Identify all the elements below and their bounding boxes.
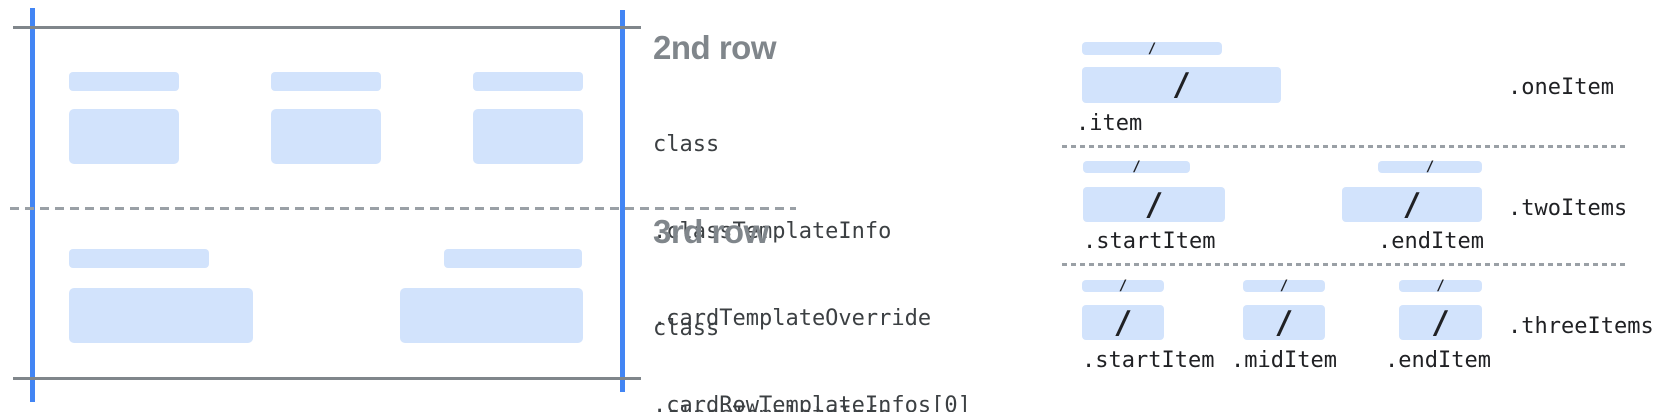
two-items-end-label-bar: / (1378, 159, 1482, 175)
card-right-guide-line (620, 10, 625, 392)
three-items-end-value-bar: / (1399, 304, 1482, 341)
layout-divider-dotted-line (1062, 263, 1628, 266)
card-bottom-line (13, 377, 641, 380)
three-items-end-path-label: .endItem (1385, 348, 1491, 373)
one-item-label-bar: / (1082, 40, 1222, 57)
row3-col1-value-placeholder (69, 288, 253, 343)
code-line: class (653, 132, 720, 157)
row2-code-path: class .classTemplateInfo .cardTemplateOv… (653, 72, 971, 412)
two-items-end-path-label: .endItem (1378, 229, 1484, 254)
code-line: .cardTemplateOverride (653, 306, 932, 331)
row3-col1-label-placeholder (69, 249, 209, 268)
code-line: .classTemplateInfo (653, 219, 892, 244)
three-items-start-label-bar: / (1082, 278, 1164, 294)
three-items-layout-name: .threeItems (1508, 314, 1654, 339)
slash-glyph: / (1431, 304, 1450, 341)
three-items-start-value-bar: / (1082, 304, 1164, 341)
two-items-start-path-label: .startItem (1083, 229, 1216, 254)
slash-glyph: / (1113, 304, 1133, 341)
two-items-start-label-bar: / (1083, 159, 1190, 175)
two-items-start-value-bar: / (1083, 186, 1225, 223)
row2-col3-value-placeholder (473, 109, 583, 164)
one-item-path-label: .item (1076, 111, 1143, 136)
row2-col1-value-placeholder (69, 109, 179, 164)
row3-heading: 3rd row (653, 213, 769, 250)
slash-glyph: / (1274, 304, 1294, 341)
code-line: .classTemplateInfo (653, 401, 971, 412)
slash-glyph: / (1402, 186, 1422, 223)
slash-glyph: / (1425, 159, 1435, 175)
three-items-mid-label-bar: / (1243, 278, 1325, 294)
card-row-divider-dashed-line (10, 207, 796, 210)
layout-divider-dotted-line (1062, 145, 1628, 148)
three-items-mid-path-label: .midItem (1231, 348, 1337, 373)
three-items-mid-value-bar: / (1243, 304, 1325, 341)
slash-glyph: / (1436, 278, 1445, 294)
one-item-layout-name: .oneItem (1508, 75, 1614, 100)
slash-glyph: / (1118, 278, 1128, 294)
card-left-guide-line (30, 8, 35, 402)
code-line: class (653, 316, 720, 341)
row2-col2-value-placeholder (271, 109, 381, 164)
slash-glyph: / (1132, 159, 1141, 175)
row3-col2-value-placeholder (400, 288, 583, 343)
card-top-line (13, 26, 641, 29)
three-items-start-path-label: .startItem (1082, 348, 1215, 373)
row3-col2-label-placeholder (444, 249, 582, 268)
slash-glyph: / (1147, 40, 1157, 57)
row2-col1-label-placeholder (69, 72, 179, 91)
code-line: .cardRowTemplateInfos[0] (653, 393, 971, 412)
slash-glyph: / (1172, 67, 1191, 103)
row2-col3-label-placeholder (473, 72, 583, 91)
row2-col2-label-placeholder (271, 72, 381, 91)
slash-glyph: / (1144, 186, 1164, 223)
two-items-layout-name: .twoItems (1508, 196, 1628, 221)
row2-heading: 2nd row (653, 29, 777, 66)
row3-code-path: class .classTemplateInfo .cardTemplateOv… (653, 256, 971, 412)
two-items-end-value-bar: / (1342, 186, 1482, 223)
slash-glyph: / (1279, 278, 1289, 294)
one-item-value-bar: / (1082, 67, 1281, 103)
three-items-end-label-bar: / (1399, 278, 1482, 294)
